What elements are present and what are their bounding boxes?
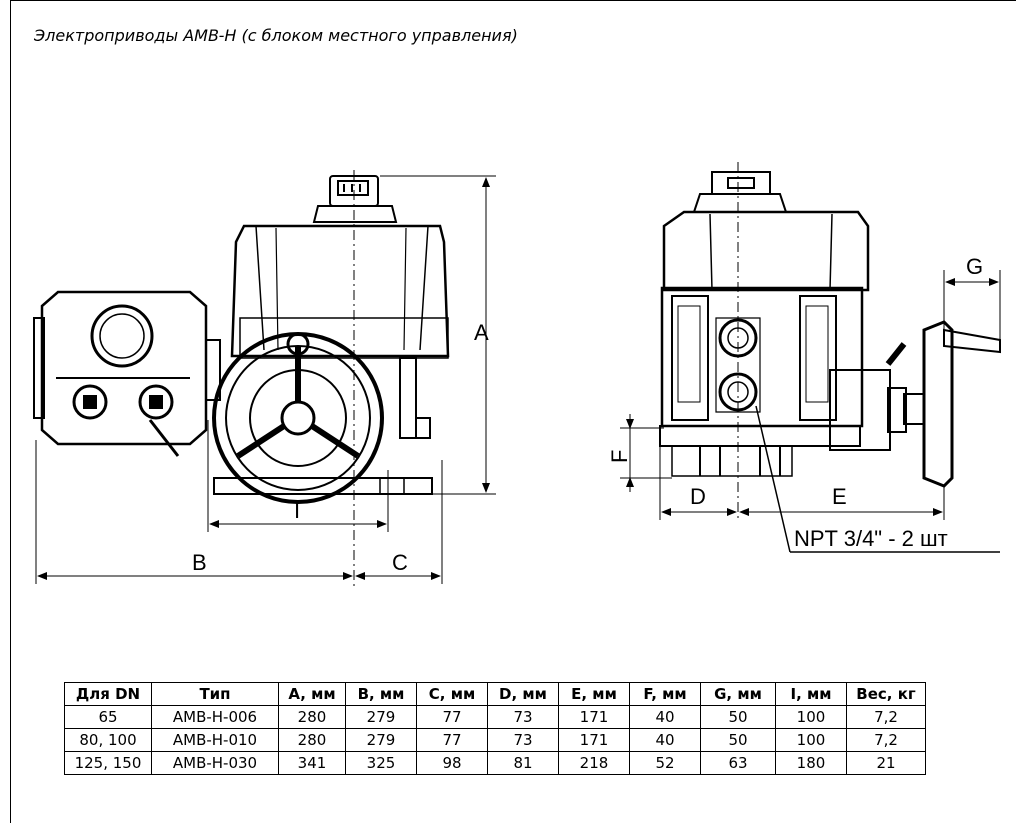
col-header-d: D, мм <box>487 682 559 706</box>
page-frame <box>10 0 1016 823</box>
table-cell: 50 <box>700 705 776 729</box>
table-cell: 280 <box>278 705 346 729</box>
front-view-dimension-lines <box>35 175 496 584</box>
table-row: 65 AMB-H-006 280 279 77 73 171 40 50 100… <box>64 705 926 729</box>
col-header-i: I, мм <box>775 682 847 706</box>
table-cell: 77 <box>416 728 488 752</box>
side-view-dimension-lines <box>620 270 1001 553</box>
table-cell: 40 <box>629 705 701 729</box>
table-cell: 65 <box>64 705 152 729</box>
col-header-weight: Вес, кг <box>846 682 926 706</box>
technical-drawing: A I B C <box>33 162 1001 590</box>
actuator-side-view-drawing <box>659 162 1001 520</box>
table-cell: 180 <box>775 751 847 775</box>
table-cell: 73 <box>487 705 559 729</box>
col-header-f: F, мм <box>629 682 701 706</box>
table-cell: 21 <box>846 751 926 775</box>
table-cell: 81 <box>487 751 559 775</box>
table-cell: AMB-H-006 <box>151 705 279 729</box>
table-cell: 325 <box>345 751 417 775</box>
col-header-a: A, мм <box>278 682 346 706</box>
table-cell: 100 <box>775 705 847 729</box>
table-cell: 100 <box>775 728 847 752</box>
table-cell: 77 <box>416 705 488 729</box>
table-cell: 63 <box>700 751 776 775</box>
col-header-c: C, мм <box>416 682 488 706</box>
table-cell: 279 <box>345 705 417 729</box>
dimension-label-d: D <box>690 484 706 509</box>
dimension-label-e: E <box>832 484 847 509</box>
table-cell: 279 <box>345 728 417 752</box>
dimension-label-f: F <box>607 450 632 463</box>
dimension-label-c: C <box>392 550 408 575</box>
dimension-label-g: G <box>966 254 983 279</box>
table-cell: AMB-H-030 <box>151 751 279 775</box>
dimension-label-b: B <box>192 550 207 575</box>
dimension-label-a: A <box>474 320 489 345</box>
table-cell: 7,2 <box>846 705 926 729</box>
table-cell: 341 <box>278 751 346 775</box>
col-header-e: E, мм <box>558 682 630 706</box>
table-cell: 171 <box>558 705 630 729</box>
table-cell: 98 <box>416 751 488 775</box>
col-header-type: Тип <box>151 682 279 706</box>
table-cell: 125, 150 <box>64 751 152 775</box>
table-row: 125, 150 AMB-H-030 341 325 98 81 218 52 … <box>64 751 926 775</box>
dimension-label-i: I <box>294 498 300 523</box>
table-cell: 280 <box>278 728 346 752</box>
table-cell: 40 <box>629 728 701 752</box>
table-cell: 7,2 <box>846 728 926 752</box>
figure-caption: Электроприводы AMB-H (с блоком местного … <box>34 26 518 45</box>
table-cell: 73 <box>487 728 559 752</box>
table-cell: AMB-H-010 <box>151 728 279 752</box>
table-cell: 218 <box>558 751 630 775</box>
table-row: 80, 100 AMB-H-010 280 279 77 73 171 40 5… <box>64 728 926 752</box>
actuator-front-view-drawing <box>33 170 450 590</box>
table-cell: 52 <box>629 751 701 775</box>
table-header-row: Для DN Тип A, мм B, мм C, мм D, мм E, мм… <box>64 682 926 706</box>
table-cell: 80, 100 <box>64 728 152 752</box>
npt-note-label: NPT 3/4" - 2 шт <box>794 526 948 551</box>
col-header-g: G, мм <box>700 682 776 706</box>
spec-table: Для DN Тип A, мм B, мм C, мм D, мм E, мм… <box>64 682 926 775</box>
col-header-dn: Для DN <box>64 682 152 706</box>
table-cell: 50 <box>700 728 776 752</box>
table-cell: 171 <box>558 728 630 752</box>
col-header-b: B, мм <box>345 682 417 706</box>
